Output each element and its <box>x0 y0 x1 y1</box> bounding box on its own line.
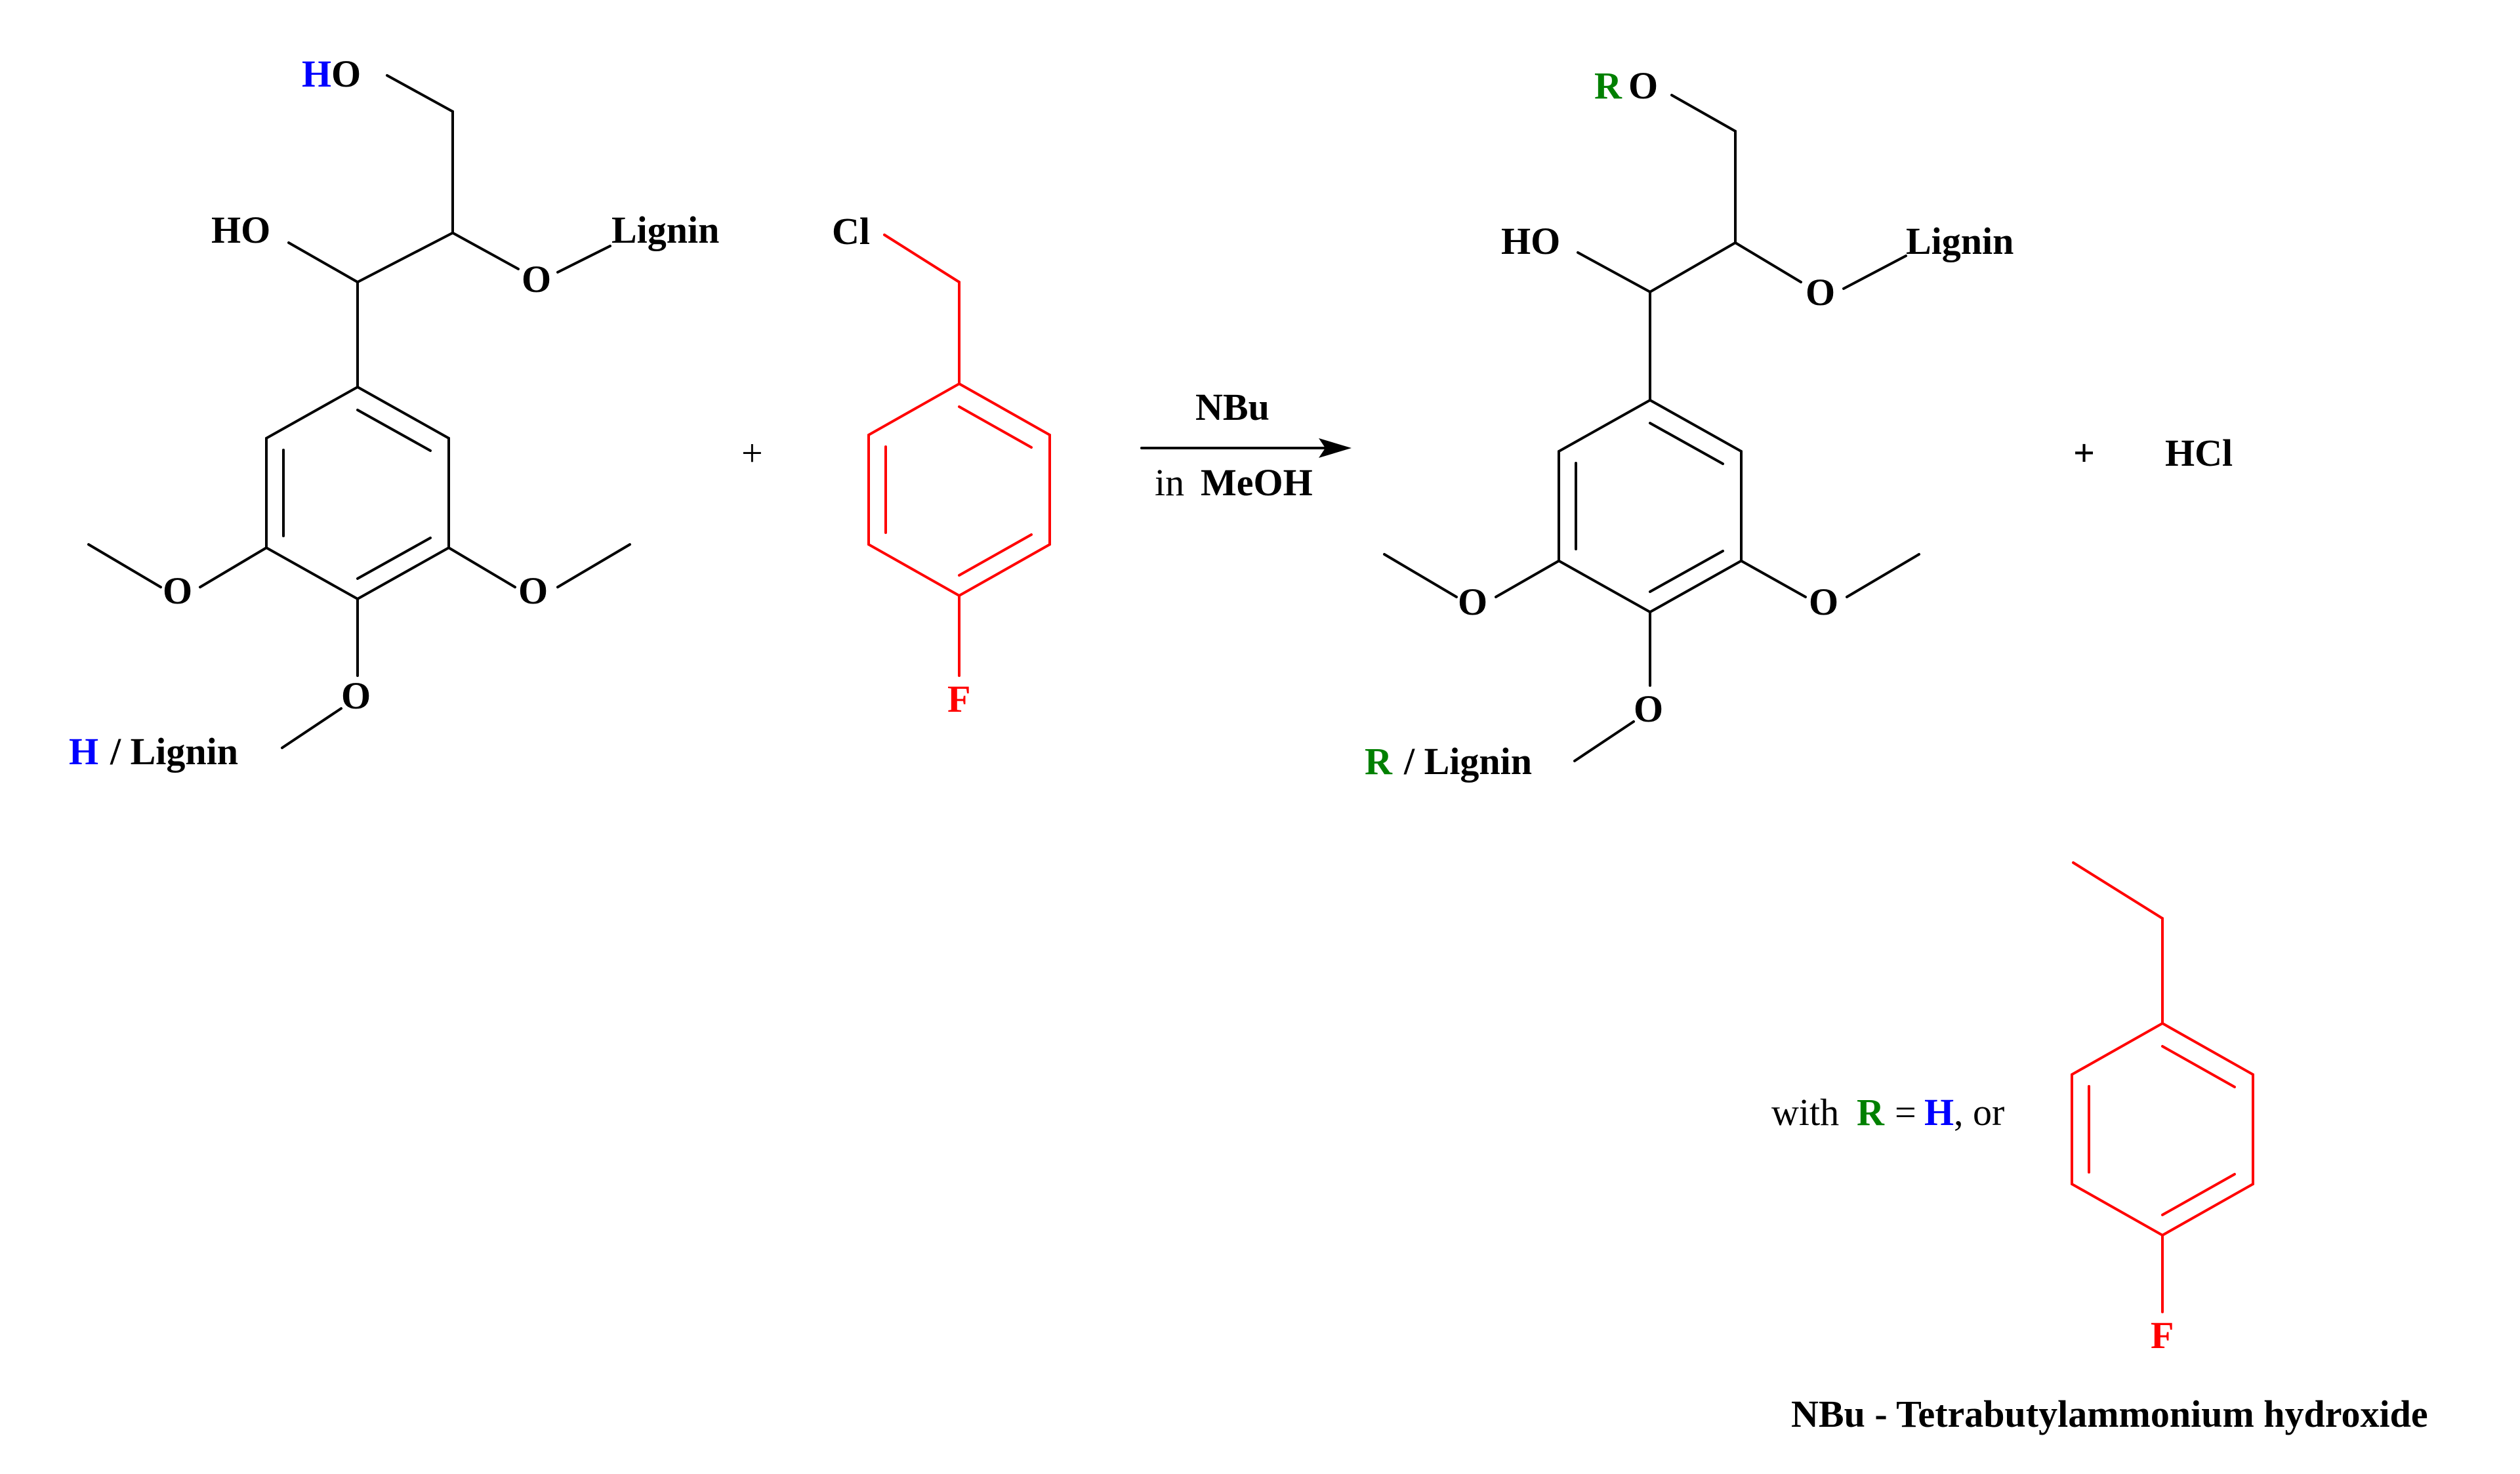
legend-fluorine-label: F <box>2151 1314 2174 1357</box>
product-ho-label: HO <box>1501 220 1560 262</box>
reactant-o-link: O <box>522 258 551 300</box>
footnote-nbu-definition: NBu - Tetrabutylammonium hydroxide <box>1791 1393 2428 1435</box>
r-group-legend: with R = H , or F <box>1771 861 2254 1357</box>
solvent-in-label: in <box>1155 461 1184 504</box>
plus-sign-2: + <box>2073 432 2095 474</box>
legend-h: H <box>1924 1091 1954 1134</box>
reactant-o-top: O <box>331 52 361 95</box>
reaction-arrow: NBu in MeOH <box>1140 386 1352 504</box>
reactant-o-bottom: O <box>341 674 371 717</box>
fluorobenzyl-chloride: Cl F <box>832 210 1051 720</box>
legend-r: R <box>1857 1091 1885 1134</box>
arrow-head <box>1319 438 1352 458</box>
legend-equals: = <box>1895 1091 1916 1134</box>
reactant-lignin-unit: H O HO O Lignin O O O H / Lignin <box>69 52 719 773</box>
reactant-o-right: O <box>518 569 548 612</box>
plus-sign-1: + <box>741 432 763 474</box>
chlorine-label: Cl <box>832 210 870 253</box>
hcl-label: HCl <box>2165 432 2233 474</box>
solvent-label: MeOH <box>1201 461 1313 504</box>
product-lignin-top: Lignin <box>1906 220 2014 262</box>
product-o-right: O <box>1809 581 1838 623</box>
fluorobenzyl-chloride-bonds <box>867 234 1051 677</box>
reactant-h-top: H <box>302 52 331 95</box>
product-bonds <box>1383 94 1920 762</box>
product-o-link: O <box>1806 271 1835 314</box>
reactant-bonds <box>87 74 631 749</box>
product-r-top: R <box>1594 64 1622 107</box>
product-r-bottom: R <box>1365 740 1393 783</box>
product-o-top: O <box>1628 64 1658 107</box>
legend-or: , or <box>1954 1091 2004 1134</box>
reactant-lignin-top: Lignin <box>611 209 719 251</box>
reagent-label: NBu <box>1195 386 1270 428</box>
fluorobenzyl-group-bonds <box>2071 861 2254 1313</box>
reactant-h-bottom: H <box>69 730 98 773</box>
fluorine-label: F <box>947 678 970 720</box>
product-lignin-bottom: / Lignin <box>1403 740 1532 783</box>
product-o-left: O <box>1458 581 1487 623</box>
legend-with: with <box>1771 1091 1839 1134</box>
product-lignin-unit: R O HO O Lignin O O O R / Lignin <box>1365 64 2014 783</box>
reactant-o-left: O <box>163 569 192 612</box>
reactant-ho-label: HO <box>211 209 270 251</box>
product-o-bottom: O <box>1634 687 1663 730</box>
reactant-lignin-bottom: / Lignin <box>110 730 238 773</box>
